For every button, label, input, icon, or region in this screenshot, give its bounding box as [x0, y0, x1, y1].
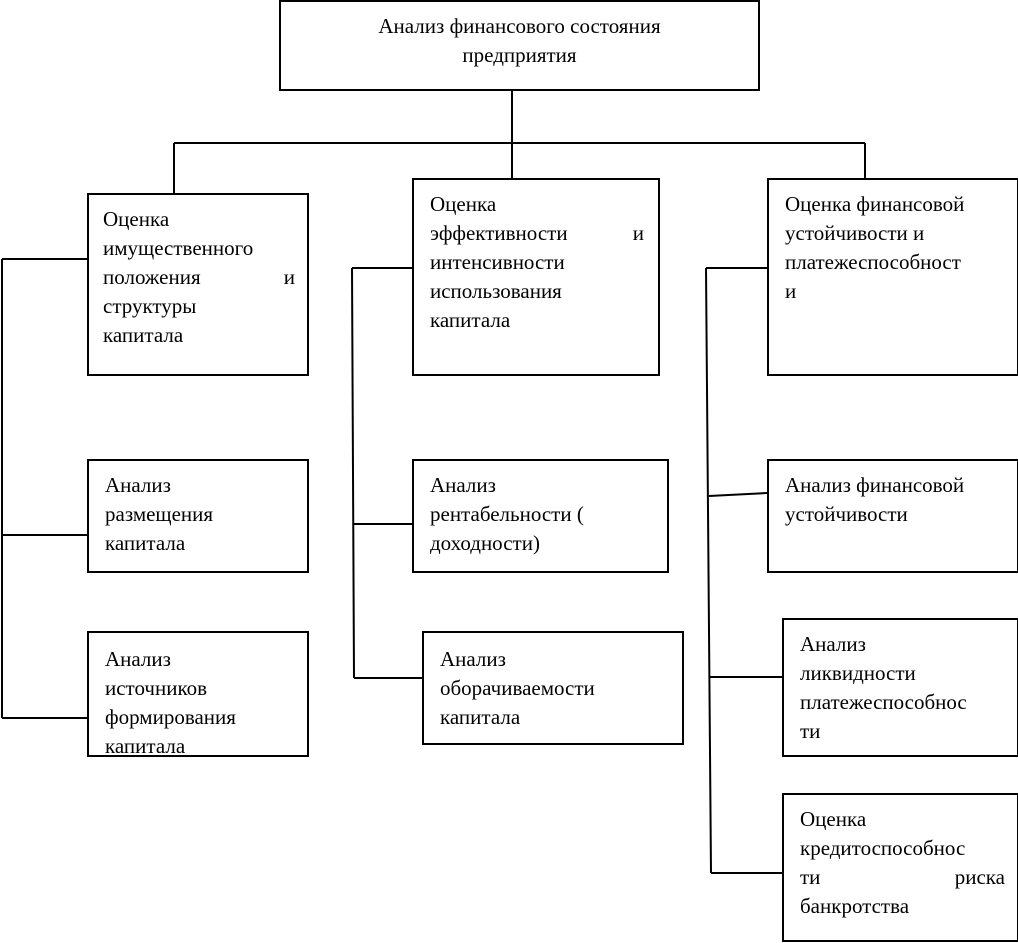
node-capital-sources: Анализ источников формирования капитала: [87, 631, 309, 757]
root-title-line-2: предприятия: [462, 43, 577, 67]
node-text-line: капитала: [440, 703, 670, 732]
node-creditworthiness-bankruptcy-risk: Оценка кредитоспособнос ти риска банкротства: [782, 793, 1018, 942]
node-text-word: Анализ: [105, 473, 171, 497]
node-text-line: положения и: [103, 263, 295, 292]
node-text-word: капитала: [430, 308, 511, 332]
node-text-line: Оценка: [103, 205, 295, 234]
node-text-word: формирования: [105, 705, 236, 729]
node-text-word: Оценка: [800, 807, 867, 831]
node-text-word: Анализ: [440, 647, 506, 671]
node-text-word: и: [632, 221, 644, 245]
node-text-word: ти: [800, 865, 821, 889]
node-text-line: Оценка: [800, 805, 1005, 834]
node-text-line: ти риска: [800, 863, 1005, 892]
node-text-line: капитала: [430, 306, 644, 335]
node-text-line: источников: [105, 674, 295, 703]
node-text-line: Анализ финансовой: [785, 471, 1005, 500]
node-text-word: риска: [954, 865, 1005, 889]
node-text-word: ти: [800, 719, 821, 743]
node-text-line: использования: [430, 277, 644, 306]
node-text-word: Анализ: [800, 632, 866, 656]
node-text-word: использования: [430, 279, 562, 303]
node-text-word: рентабельности (: [430, 502, 584, 526]
node-text-line: доходности): [430, 529, 655, 558]
node-text-word: Оценка: [430, 192, 497, 216]
node-profitability: Анализ рентабельности ( доходности): [412, 459, 669, 573]
node-text-line: платежеспособнос: [800, 688, 1005, 717]
node-text-line: кредитоспособнос: [800, 834, 1005, 863]
node-financial-stability-analysis: Анализ финансовой устойчивости: [767, 459, 1018, 573]
node-text-word: и: [785, 279, 797, 303]
node-text-line: оборачиваемости: [440, 674, 670, 703]
node-text-word: капитала: [105, 734, 186, 757]
node-text-line: структуры: [103, 292, 295, 321]
node-text-word: банкротства: [800, 894, 910, 918]
node-text-word: капитала: [103, 323, 184, 347]
node-text-line: рентабельности (: [430, 500, 655, 529]
node-text-line: устойчивости и: [785, 219, 1005, 248]
node-text-line: размещения: [105, 500, 295, 529]
node-text-word: Анализ: [430, 473, 496, 497]
node-text-line: Анализ: [440, 645, 670, 674]
node-text-line: эффективности и: [430, 219, 644, 248]
node-text-line: капитала: [105, 732, 295, 757]
node-text-line: и: [785, 277, 1005, 306]
node-text-word: платежеспособност: [785, 250, 961, 274]
node-text-line: устойчивости: [785, 500, 1005, 529]
node-property-structure: Оценка имущественного положения и структуры к…: [87, 193, 309, 376]
node-text-line: Анализ: [105, 645, 295, 674]
node-capital-placement: Анализ размещения капитала: [87, 459, 309, 573]
node-text-line: капитала: [103, 321, 295, 350]
node-text-word: источников: [105, 676, 208, 700]
node-efficiency-capital-use: Оценка эффективности и интенсивности использ…: [412, 178, 660, 376]
node-text-word: устойчивости: [785, 502, 908, 526]
node-text-line: Анализ: [105, 471, 295, 500]
node-text-line: Анализ: [430, 471, 655, 500]
node-text-line: капитала: [105, 529, 295, 558]
node-text-line: Оценка: [430, 190, 644, 219]
node-text-word: платежеспособнос: [800, 690, 967, 714]
spine-line-2: [351, 267, 355, 679]
node-text-word: ликвидности: [800, 661, 916, 685]
node-text-word: структуры: [103, 294, 197, 318]
root-node: Анализ финансового состояния предприятия: [279, 0, 760, 91]
node-text-line: платежеспособност: [785, 248, 1005, 277]
node-text-word: Анализ: [105, 647, 171, 671]
node-text-word: положения: [103, 265, 201, 289]
node-text-line: формирования: [105, 703, 295, 732]
tick-line-3-1: [708, 492, 768, 497]
node-text-line: банкротства: [800, 892, 1005, 921]
node-text-word: интенсивности: [430, 250, 565, 274]
node-text-word: кредитоспособнос: [800, 836, 966, 860]
node-text-word: Оценка финансовой: [785, 192, 965, 216]
node-capital-turnover: Анализ оборачиваемости капитала: [422, 631, 684, 745]
root-title-line-1: Анализ финансового состояния: [378, 14, 661, 38]
node-text-word: устойчивости и: [785, 221, 925, 245]
node-text-word: доходности): [430, 531, 540, 555]
node-text-word: капитала: [440, 705, 521, 729]
node-text-word: эффективности: [430, 221, 568, 245]
node-liquidity-solvency: Анализ ликвидности платежеспособнос ти: [782, 618, 1018, 757]
node-text-line: ти: [800, 717, 1005, 746]
node-text-word: Оценка: [103, 207, 170, 231]
node-text-word: Анализ финансовой: [785, 473, 965, 497]
node-text-line: ликвидности: [800, 659, 1005, 688]
node-text-word: и: [283, 265, 295, 289]
node-text-line: имущественного: [103, 234, 295, 263]
node-text-word: капитала: [105, 531, 186, 555]
node-text-word: оборачиваемости: [440, 676, 595, 700]
node-text-line: Оценка финансовой: [785, 190, 1005, 219]
node-text-word: имущественного: [103, 236, 254, 260]
node-financial-stability-solvency: Оценка финансовой устойчивости и платежесп…: [767, 178, 1018, 376]
node-text-word: размещения: [105, 502, 214, 526]
node-text-line: Анализ: [800, 630, 1005, 659]
node-text-line: интенсивности: [430, 248, 644, 277]
spine-line-3: [705, 267, 712, 874]
